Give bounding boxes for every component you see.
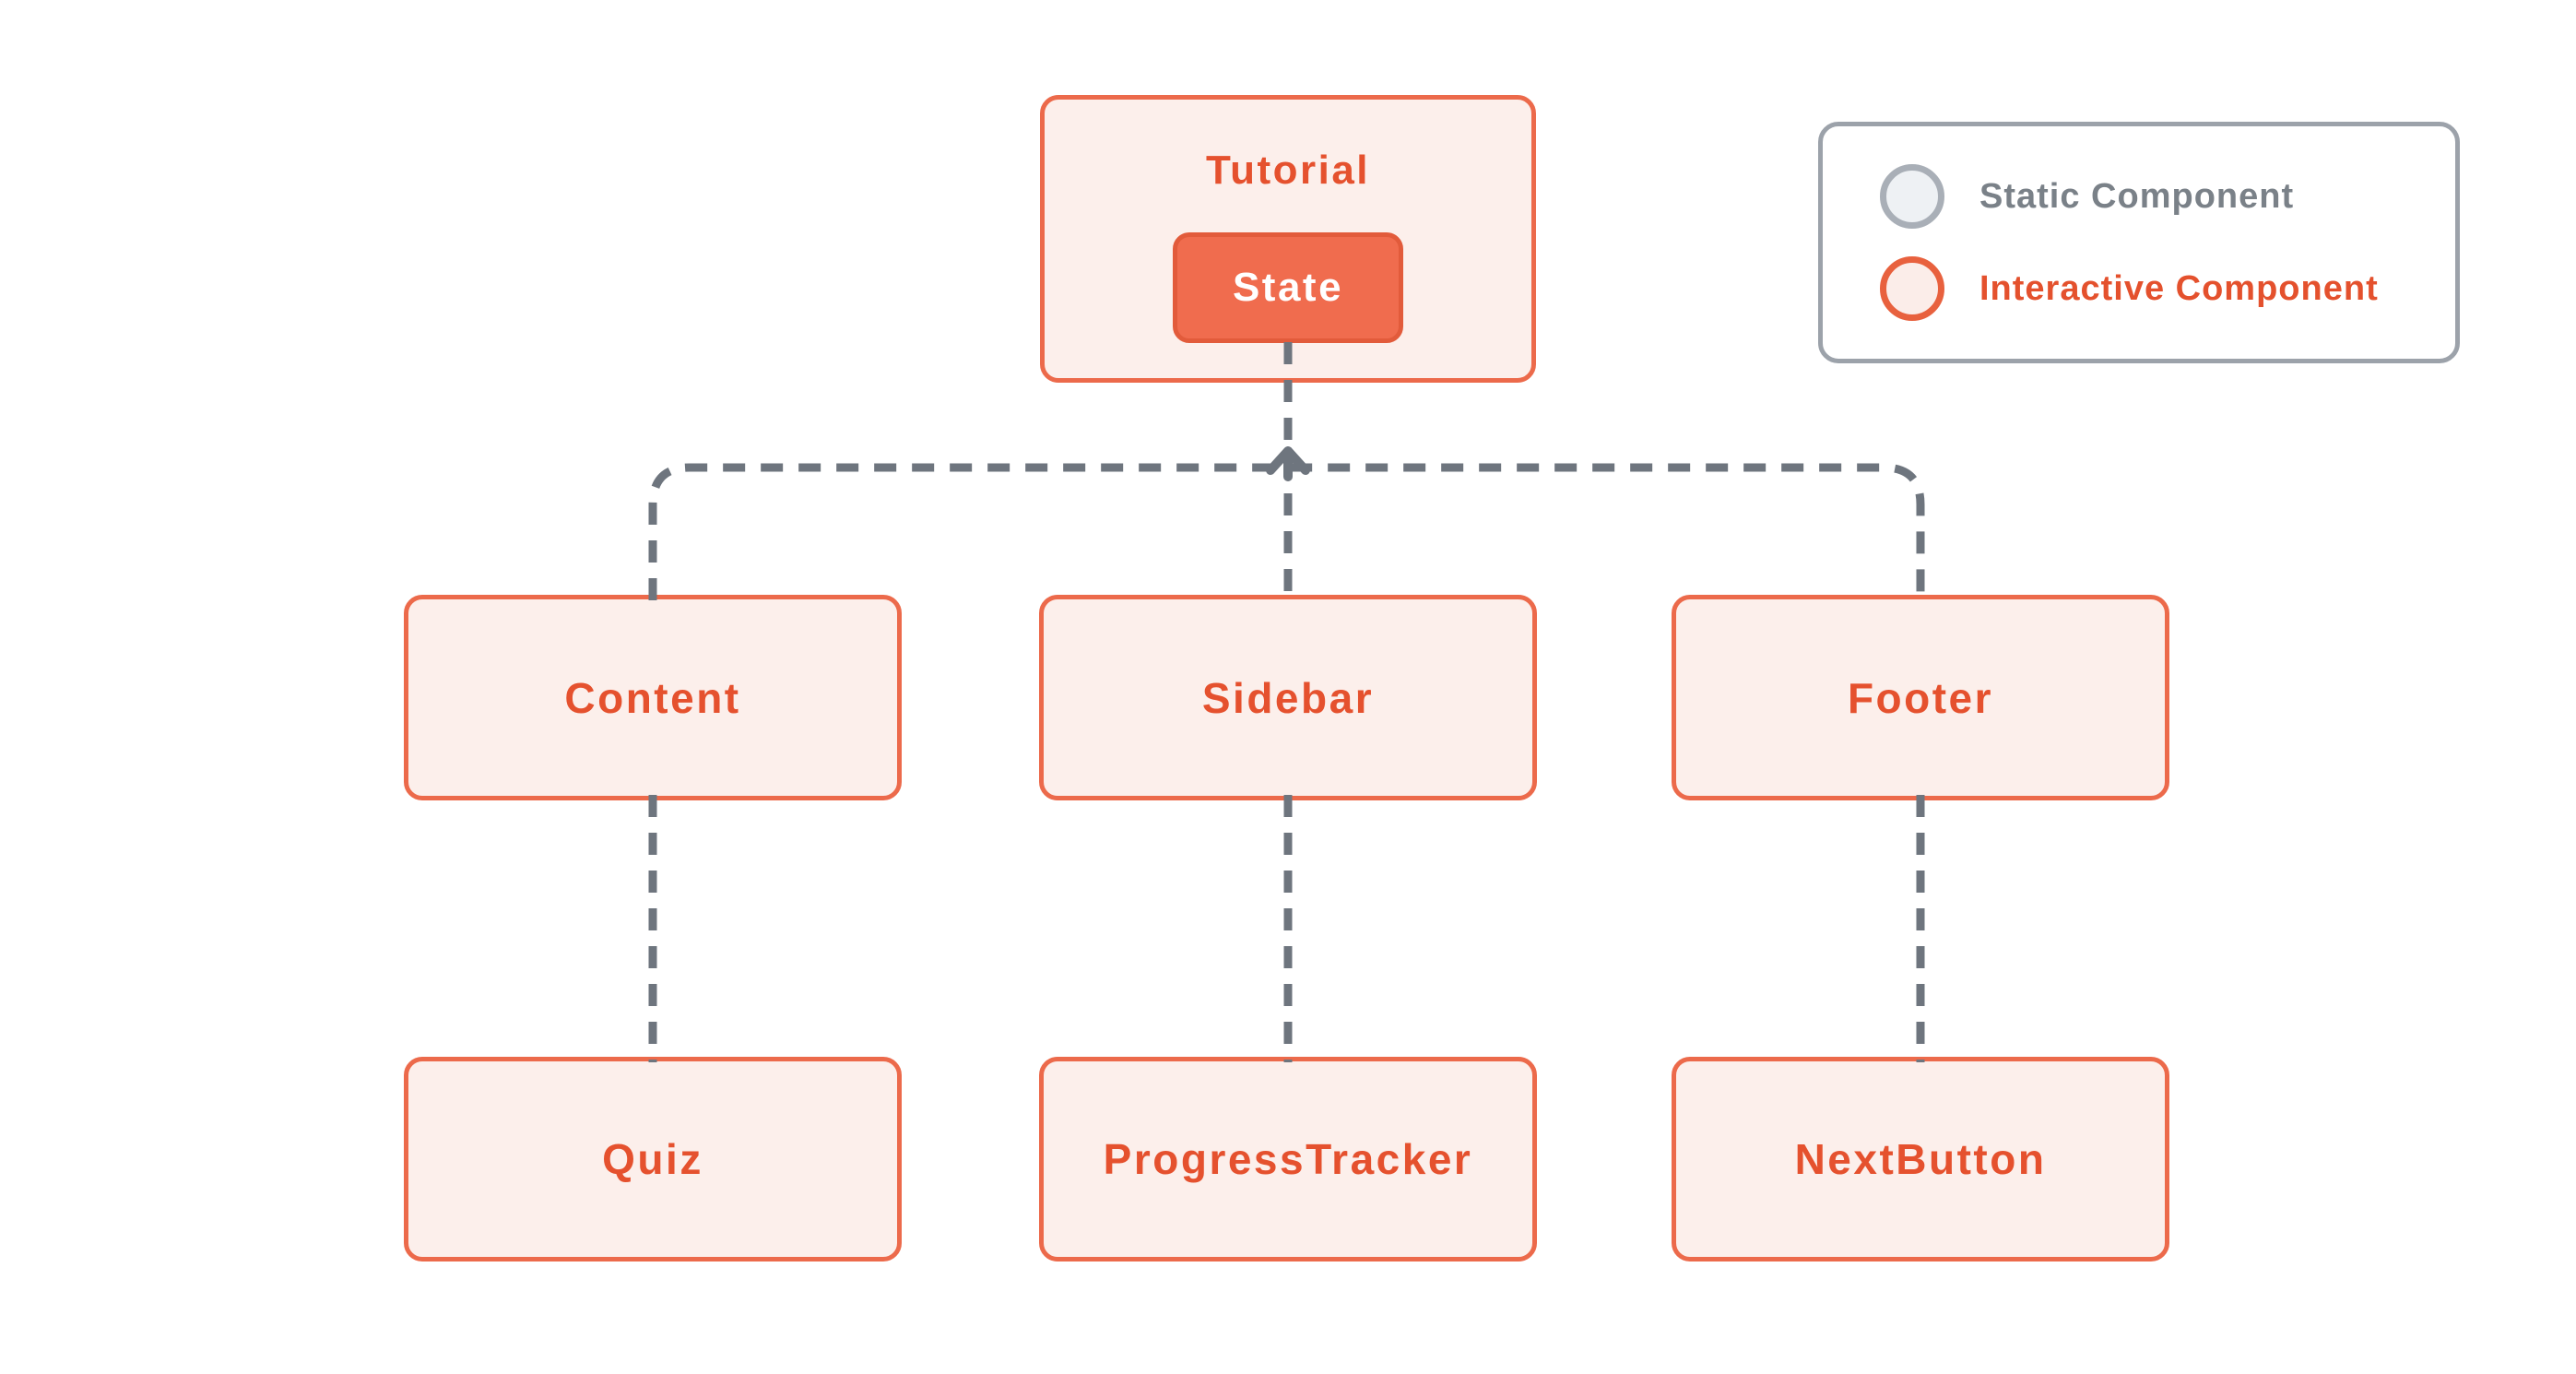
node-sidebar: Sidebar: [1039, 595, 1537, 800]
legend-label-interactive: Interactive Component: [1979, 268, 2379, 308]
legend-item-static: Static Component: [1880, 164, 2455, 229]
node-nextbutton: NextButton: [1672, 1057, 2169, 1261]
legend: Static Component Interactive Component: [1818, 122, 2460, 363]
node-content: Content: [404, 595, 902, 800]
static-component-circle-icon: [1880, 164, 1944, 229]
legend-label-static: Static Component: [1979, 176, 2295, 216]
node-tutorial: Tutorial State: [1040, 95, 1536, 383]
node-footer: Footer: [1672, 595, 2169, 800]
node-quiz: Quiz: [404, 1057, 902, 1261]
connector-branch-content-footer: [648, 463, 1925, 600]
interactive-component-circle-icon: [1880, 256, 1944, 321]
node-progresstracker: ProgressTracker: [1039, 1057, 1537, 1261]
arrow-up-icon: [1266, 446, 1310, 481]
state-box: State: [1173, 232, 1403, 343]
node-tutorial-label: Tutorial: [1205, 148, 1371, 193]
legend-item-interactive: Interactive Component: [1880, 256, 2455, 321]
